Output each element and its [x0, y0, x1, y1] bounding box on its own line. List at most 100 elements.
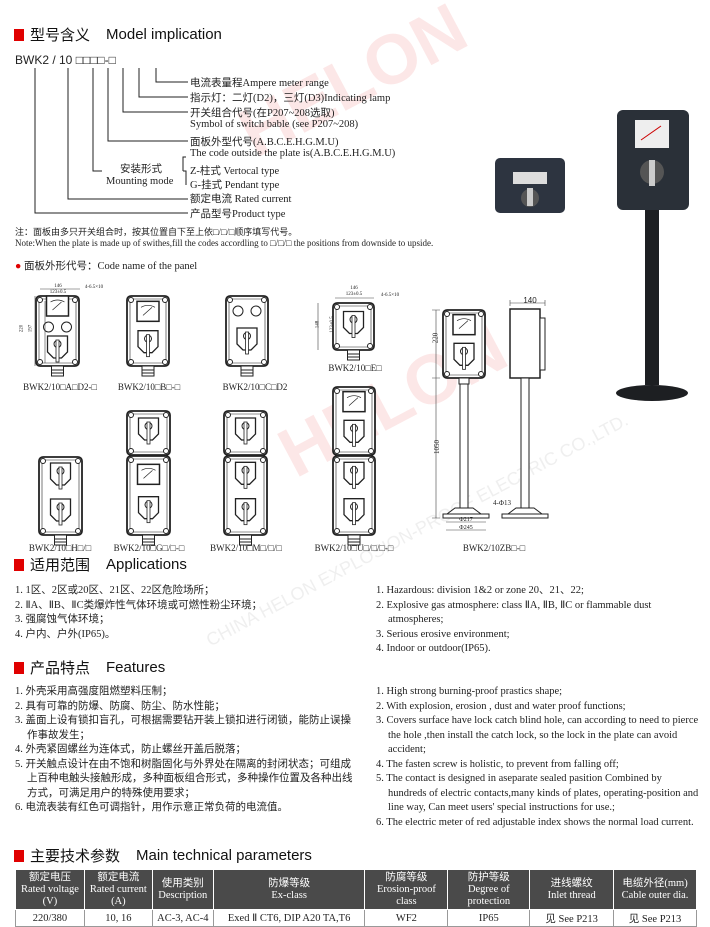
- heading-en: Main technical parameters: [136, 847, 312, 864]
- header-line: Rated current: [89, 883, 147, 895]
- dim-label: 220: [19, 324, 25, 333]
- bullet-square-icon: [14, 661, 24, 674]
- panel-drawing: [332, 386, 376, 456]
- header-line: 进线螺纹: [550, 877, 593, 889]
- panel-drawing: [35, 295, 80, 377]
- header-line: (A): [111, 895, 126, 907]
- column-stand-drawing: [34, 288, 549, 531]
- applications-list-cn: 1. 1区、2区或20区、21区、22区危险场所； 2. ⅡA、ⅡB、ⅡC类爆炸性…: [15, 584, 355, 642]
- panel-label-h: BWK2/10□H□/□: [28, 543, 92, 553]
- legend-line: 电流表量程Ampere meter range: [190, 78, 329, 89]
- dim-label: 4-Φ13: [493, 499, 511, 507]
- list-item: 6. 电流表装有红色可调指针，用作示意正常负荷的电流值。: [15, 802, 288, 813]
- header-line: Cable outer dia.: [621, 889, 689, 901]
- header-line: 额定电流: [97, 871, 140, 883]
- header-line: 使用类别: [161, 877, 204, 889]
- header-line: Erosion-proof: [376, 883, 436, 895]
- panel-drawings: [34, 288, 549, 546]
- list-item: 3. 强腐蚀气体环境；: [15, 614, 110, 625]
- panel-label-zb: BWK2/10ZB□-□: [462, 543, 526, 553]
- header-line: Ex-class: [271, 889, 307, 901]
- list-item: 1. 1区、2区或20区、21区、22区危险场所；: [15, 585, 215, 596]
- table-cell: AC-3, AC-4: [151, 909, 214, 927]
- dim-label: 123±0.5: [345, 292, 363, 297]
- heading-cn: 型号含义: [30, 27, 91, 44]
- header-line: protection: [467, 895, 511, 907]
- heading-cn: 产品特点: [30, 660, 91, 677]
- legend-line: 产品型号Product type: [190, 209, 286, 220]
- mounting-label-cn: 安装形式: [120, 164, 162, 175]
- list-item: 4. 外壳紧固螺丝为连体式，防止螺丝开盖后脱落；: [15, 744, 246, 755]
- header-line: 防爆等级: [268, 877, 311, 889]
- header-line: Rated voltage: [20, 883, 79, 895]
- header-line: 额定电压: [28, 871, 71, 883]
- panel-drawing: [332, 302, 375, 361]
- dim-label: 4-6.5×10: [380, 293, 400, 298]
- mounting-label-en: Mounting mode: [106, 176, 174, 187]
- pendant-unit-photo: [495, 158, 565, 213]
- dim-label: 140: [523, 296, 537, 305]
- product-photo: [495, 110, 689, 401]
- table-cell: 见 See P213: [613, 909, 697, 927]
- panel-drawing: [126, 295, 170, 377]
- note-cn: 注：面板由多只开关组合时，按其位置自下至上依□/□/□顺序填写代号。: [15, 227, 298, 237]
- table-cell: 10, 16: [83, 909, 153, 927]
- model-code: BWK2 / 10 □□□□-□: [15, 53, 116, 67]
- panel-label-m: BWK2/10□M□/□/□: [210, 543, 282, 553]
- dim-label: 220: [431, 332, 440, 344]
- bullet-square-icon: [14, 849, 24, 862]
- panel-label-c: BWK2/10□C□D2: [222, 382, 288, 392]
- legend-line: G-挂式 Pendant type: [190, 180, 280, 191]
- model-code-leader-lines: [34, 68, 188, 214]
- panel-drawing: [442, 309, 486, 379]
- dim-label: Φ217: [459, 517, 473, 523]
- column-header: 电缆外径(mm)Cable outer dia.: [613, 869, 697, 910]
- dim-label: 146: [350, 286, 358, 291]
- list-item: 6. The electric meter of red adjustable …: [376, 816, 694, 828]
- panel-drawing: [38, 456, 83, 546]
- list-item: 5. 开关触点设计在由不饱和树脂固化与外界处在隔离的封闭状态；可组成上百种电触头…: [15, 758, 353, 799]
- dim-label: 197: [28, 324, 34, 333]
- panel-label-u: BWK2/10□U□/□/□-□: [314, 543, 394, 553]
- heading-cn: 主要技术参数: [30, 848, 121, 865]
- list-item: 3. Covers surface have lock catch blind …: [376, 715, 699, 755]
- header-line: (V): [42, 895, 58, 907]
- features-list-en: 1. High strong burning-proof prastics sh…: [376, 685, 701, 830]
- section-applications: 适用范围 Applications: [14, 554, 187, 575]
- heading-en: Applications: [106, 556, 187, 573]
- table-cell: 见 See P213: [529, 909, 615, 927]
- list-item: 1. High strong burning-proof prastics sh…: [376, 686, 563, 697]
- panel-label-e: BWK2/10□E□: [328, 363, 382, 373]
- list-item: 2. Explosive gas atmosphere: class ⅡA, Ⅱ…: [376, 599, 652, 626]
- applications-list-en: 1. Hazardous: division 1&2 or zone 20、21…: [376, 584, 701, 657]
- table-cell: Exed Ⅱ CT6, DIP A20 TA,T6: [212, 909, 366, 927]
- list-item: 3. 盖面上设有锁扣盲孔，可根据需要钻开装上锁扣进行闭锁，能防止误操作事故发生；: [15, 715, 351, 741]
- dim-label: 123±0.5: [329, 316, 335, 333]
- list-item: 2. ⅡA、ⅡB、ⅡC类爆炸性气体环境或可燃性粉尘环境；: [15, 599, 263, 611]
- dim-label: 148: [315, 320, 321, 329]
- list-item: 2. 具有可靠的防爆、防腐、防尘、防水性能；: [15, 700, 225, 712]
- panel-label-a: BWK2/10□A□D2-□: [23, 382, 97, 392]
- panel-drawing: [225, 295, 269, 377]
- legend-line: Symbol of switch bable (see P207~208): [190, 119, 359, 130]
- dim-label: Φ245: [459, 525, 473, 531]
- dim-label: 1050: [433, 440, 441, 454]
- table-cell: 220/380: [15, 909, 85, 927]
- dim-label: 4-6.5×10: [84, 285, 104, 290]
- legend-line: 面板外型代号(A.B.C.E.H.G.M.U): [190, 137, 339, 148]
- panel-drawing: [223, 410, 268, 456]
- legend-line: 额定电流 Rated current: [190, 194, 292, 205]
- heading-cn: 适用范围: [30, 557, 91, 574]
- list-item: 4. 户内、户外(IP65)。: [15, 628, 116, 640]
- dim-label: 146: [54, 284, 62, 289]
- header-line: 防护等级: [467, 871, 510, 883]
